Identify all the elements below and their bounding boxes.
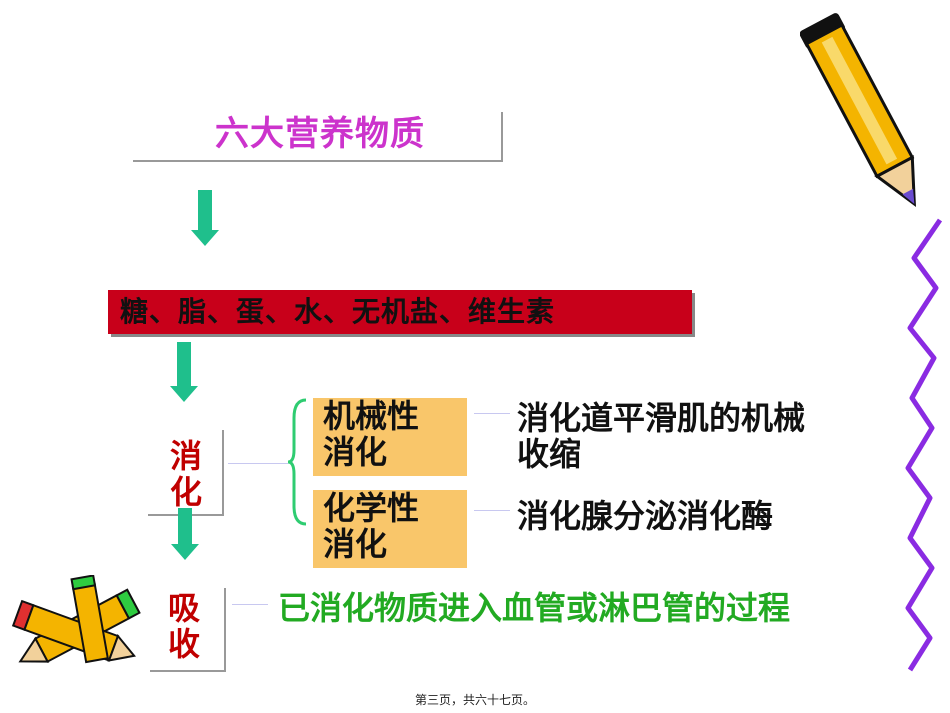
mechanical-line1: 机械性 — [323, 397, 420, 435]
chemical-digestion-box: 化学性 消化 — [313, 490, 467, 568]
absorption-label: 吸收 — [167, 589, 200, 663]
mechanical-digestion-box: 机械性 消化 — [313, 398, 467, 476]
title-right-border — [501, 112, 503, 162]
absorption-desc: 已消化物质进入血管或淋巴管的过程 — [278, 589, 791, 627]
page-footer: 第三页，共六十七页。 — [414, 693, 535, 707]
digestion-connector — [228, 463, 288, 464]
pencils-bottom-left-icon — [11, 575, 141, 664]
digestion-label: 消化 — [169, 437, 202, 511]
mechanical-desc: 消化道平滑肌的机械 收缩 — [517, 399, 806, 473]
down-arrow-3 — [171, 508, 199, 560]
absorption-arrow — [232, 604, 268, 605]
absorption-box — [150, 588, 226, 672]
chemical-arrow — [474, 510, 510, 511]
chemical-desc: 消化腺分泌消化酶 — [517, 497, 774, 535]
page-title: 六大营养物质 — [215, 114, 425, 154]
pencil-top-right-icon — [800, 13, 916, 208]
down-arrow-1 — [191, 190, 219, 246]
squiggle-decoration-icon — [905, 218, 943, 672]
chemical-line1: 化学性 — [323, 489, 420, 527]
down-arrow-2 — [170, 342, 198, 402]
brace-icon — [287, 398, 307, 526]
chemical-line2: 消化 — [323, 525, 388, 563]
title-underline — [133, 160, 503, 162]
mechanical-line2: 消化 — [323, 433, 388, 471]
nutrients-bar: 糖、脂、蛋、水、无机盐、维生素 — [108, 290, 692, 334]
mechanical-arrow — [474, 413, 510, 414]
